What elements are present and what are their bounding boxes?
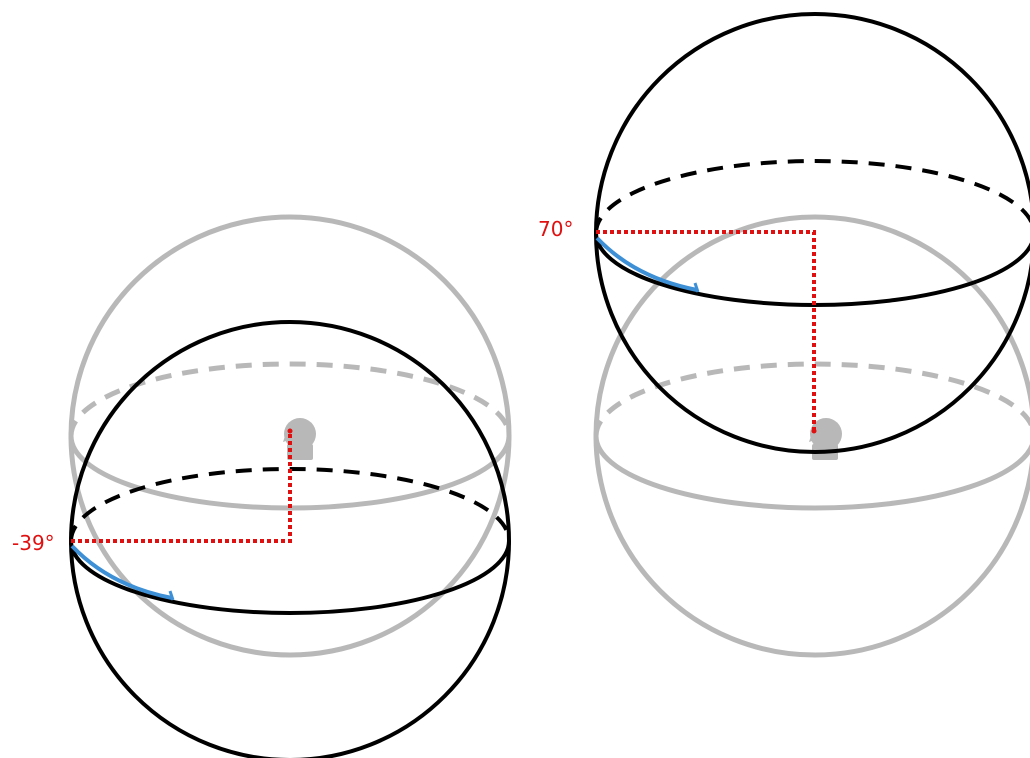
elevated-equator-front: [69, 540, 511, 615]
elevated-equator-back: [594, 159, 1030, 234]
head-icon: [283, 418, 316, 460]
reference-equator-back: [68, 361, 512, 437]
elevation-guide: [71, 434, 292, 543]
head-center-marker: [287, 428, 293, 434]
head-center-marker: [811, 428, 817, 434]
elevation-label: 70°: [538, 217, 573, 241]
reference-equator-front: [593, 435, 1030, 511]
elevation-label: -39°: [12, 531, 55, 555]
elevation-guide: [596, 230, 816, 431]
left-panel: -39°: [12, 214, 512, 758]
elevation-arc: [70, 544, 175, 601]
elevation-arc: [595, 236, 700, 293]
right-panel: 70°: [538, 12, 1030, 658]
